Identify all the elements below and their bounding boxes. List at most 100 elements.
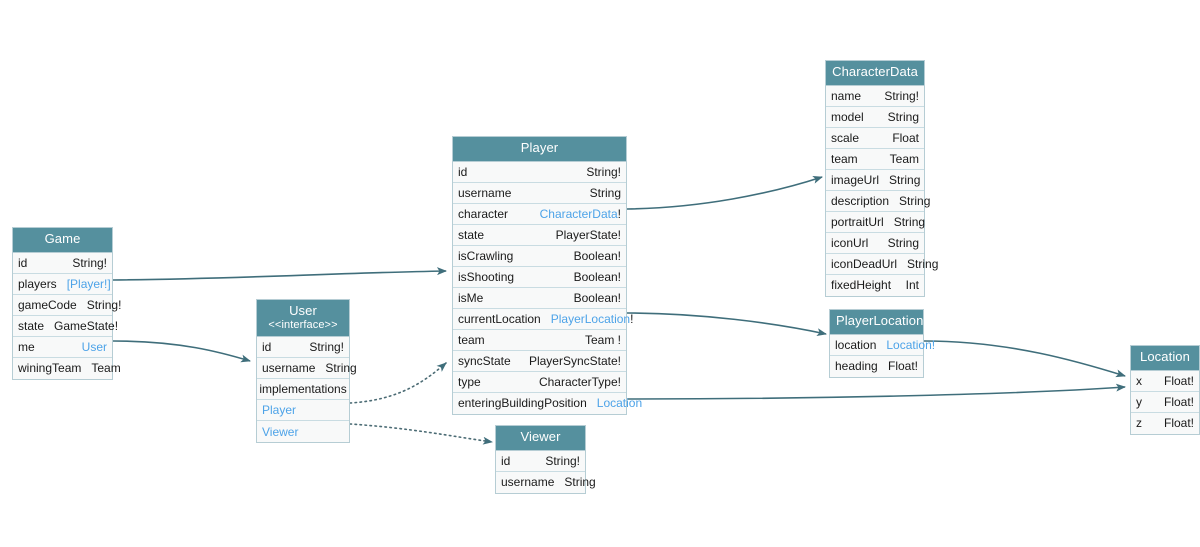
table-row[interactable]: team Team ! (453, 329, 626, 351)
field-type: String (589, 185, 621, 200)
table-row[interactable]: type CharacterType! (453, 371, 626, 393)
entity-characterdata-title: CharacterData (826, 61, 924, 86)
field-name: username (458, 185, 512, 200)
field-type: String! (586, 164, 621, 179)
field-name: z (1136, 416, 1142, 431)
field-name: state (18, 318, 45, 333)
table-row[interactable]: players [Player!] (13, 273, 112, 295)
field-name: id (458, 164, 468, 179)
implementation-viewer[interactable]: Viewer (257, 421, 349, 443)
edge-player-enteringbuildingposition-to-location (626, 383, 1126, 400)
table-row[interactable]: username String (496, 471, 596, 493)
table-row[interactable]: id String! (257, 337, 349, 359)
table-row[interactable]: currentLocation PlayerLocation! (453, 308, 633, 330)
table-row[interactable]: id String! (453, 161, 626, 183)
table-row[interactable]: enteringBuildingPosition Location (453, 392, 642, 414)
table-row[interactable]: state PlayerState! (453, 224, 626, 246)
field-name: id (262, 340, 272, 355)
field-type: CharacterData! (540, 207, 621, 221)
entity-user-name: User (289, 303, 317, 318)
field-type: Float! (1163, 373, 1194, 388)
field-type: Boolean! (573, 269, 621, 284)
field-name: players (18, 276, 57, 291)
table-row[interactable]: imageUrl String (826, 169, 924, 191)
entity-location[interactable]: Location x Float! y Float! z Float! (1130, 345, 1200, 435)
implementation-name: Player (262, 403, 297, 418)
table-row[interactable]: winingTeam Team (13, 357, 121, 379)
field-name: isMe (458, 290, 484, 305)
edge-game-players-to-player (112, 267, 447, 281)
table-row[interactable]: id String! (13, 252, 112, 274)
field-type: String (325, 361, 357, 376)
table-row[interactable]: gameCode String! (13, 294, 121, 316)
field-name: syncState (458, 353, 511, 368)
field-name: isShooting (458, 269, 515, 284)
field-name: isCrawling (458, 248, 514, 263)
table-row[interactable]: scale Float (826, 127, 924, 149)
field-name: y (1136, 394, 1142, 409)
table-row[interactable]: model String (826, 106, 924, 128)
implementation-player[interactable]: Player (257, 400, 349, 422)
table-row[interactable]: state GameState! (13, 315, 118, 337)
implementations-header: implementations (257, 379, 349, 401)
field-name: fixedHeight (831, 278, 892, 293)
field-name: location (835, 337, 877, 352)
edge-user-implements-viewer (349, 423, 493, 445)
table-row[interactable]: fixedHeight Int (826, 274, 924, 296)
table-row[interactable]: iconDeadUrl String (826, 253, 938, 275)
field-name: x (1136, 373, 1142, 388)
field-type: String (889, 172, 921, 187)
field-name: me (18, 339, 35, 354)
table-row[interactable]: team Team (826, 148, 924, 170)
field-name: type (458, 374, 481, 389)
table-row[interactable]: portraitUrl String (826, 211, 925, 233)
entity-viewer[interactable]: Viewer id String! username String (495, 425, 596, 494)
table-row[interactable]: syncState PlayerSyncState! (453, 350, 626, 372)
table-row[interactable]: isShooting Boolean! (453, 266, 626, 288)
field-type-suffix: ! (630, 311, 634, 326)
field-type: Float! (887, 359, 918, 374)
field-name: id (501, 453, 511, 468)
table-row[interactable]: isCrawling Boolean! (453, 245, 626, 267)
entity-playerlocation[interactable]: PlayerLocation location Location! headin… (829, 309, 935, 378)
field-name: heading (835, 359, 878, 374)
table-row[interactable]: name String! (826, 85, 924, 107)
table-row[interactable]: me User (13, 336, 112, 358)
field-name: iconUrl (831, 235, 869, 250)
table-row[interactable]: id String! (496, 450, 585, 472)
field-name: username (262, 361, 316, 376)
field-type: String (564, 475, 596, 490)
entity-player-title: Player (453, 137, 626, 162)
field-type: Boolean! (573, 290, 621, 305)
edge-player-currentlocation-to-playerlocation (626, 312, 827, 337)
table-row[interactable]: username String (453, 182, 626, 204)
field-name: description (831, 193, 890, 208)
field-type: String (887, 109, 919, 124)
field-type-ref: CharacterData (539, 206, 618, 221)
field-type: String! (72, 255, 107, 270)
table-row[interactable]: z Float! (1131, 412, 1199, 434)
field-name: username (501, 475, 555, 490)
table-row[interactable]: x Float! (1131, 370, 1199, 392)
entity-player[interactable]: Player id String! username String charac… (452, 136, 642, 415)
edge-player-character-to-characterdata (626, 175, 823, 210)
table-row[interactable]: heading Float! (830, 355, 923, 377)
field-name: currentLocation (458, 311, 541, 326)
implementation-name: Viewer (262, 424, 299, 439)
entity-user[interactable]: User <<interface>> id String! username S… (256, 299, 357, 444)
table-row[interactable]: username String (257, 358, 357, 380)
entity-game[interactable]: Game id String! players [Player!] gameCo… (12, 227, 121, 380)
entity-characterdata[interactable]: CharacterData name String! model String … (825, 60, 938, 297)
table-row[interactable]: character CharacterData! (453, 203, 626, 225)
field-type: Location (596, 396, 643, 411)
field-type: PlayerState! (555, 227, 621, 242)
field-type: PlayerLocation! (551, 312, 634, 326)
table-row[interactable]: location Location! (830, 334, 935, 356)
table-row[interactable]: y Float! (1131, 391, 1199, 413)
field-type: Team (91, 361, 121, 376)
table-row[interactable]: description String (826, 190, 930, 212)
table-row[interactable]: isMe Boolean! (453, 287, 626, 309)
edge-user-implements-player (349, 362, 447, 404)
table-row[interactable]: iconUrl String (826, 232, 924, 254)
